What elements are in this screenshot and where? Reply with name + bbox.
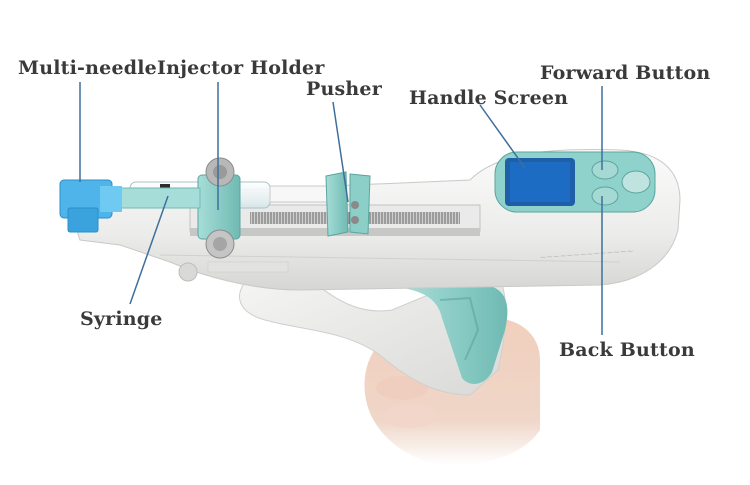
control-panel xyxy=(494,151,656,213)
label-back-button: Back Button xyxy=(559,339,695,361)
leader-handle-screen xyxy=(479,104,526,169)
pusher xyxy=(325,171,371,237)
label-forward-button: Forward Button xyxy=(540,62,711,84)
leader-pusher xyxy=(332,101,349,203)
label-pusher: Pusher xyxy=(306,78,382,100)
injector-holder xyxy=(119,157,241,259)
leader-syringe xyxy=(129,195,169,305)
label-handle-screen: Handle Screen xyxy=(409,87,569,109)
multi-needle-cap xyxy=(59,179,122,233)
grip xyxy=(239,267,508,396)
label-injector-holder: Injector Holder xyxy=(157,57,325,79)
leader-lines xyxy=(79,82,603,335)
label-multi-needle: Multi-needle xyxy=(18,57,157,79)
label-syringe: Syringe xyxy=(80,308,163,330)
